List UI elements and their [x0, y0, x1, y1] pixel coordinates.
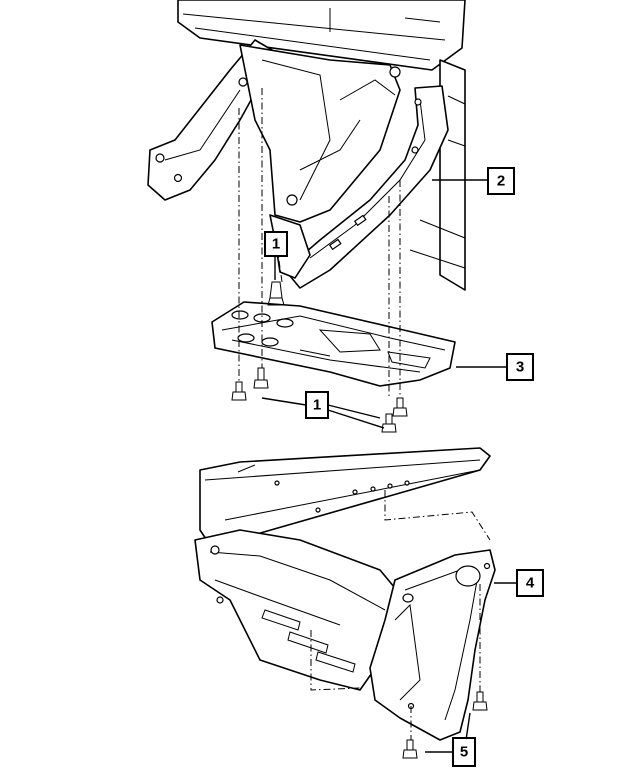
svg-text:1: 1 — [272, 236, 280, 253]
callout-2: 2 — [487, 167, 515, 195]
svg-text:4: 4 — [526, 575, 535, 592]
skid-plate-part-3 — [211, 301, 456, 387]
callout-1-lower: 1 — [305, 391, 329, 419]
callout-4: 4 — [516, 569, 544, 597]
svg-text:3: 3 — [516, 359, 524, 376]
svg-text:5: 5 — [460, 744, 468, 761]
frame-assembly-lower — [194, 447, 496, 759]
bolt-group-part-1 — [231, 281, 408, 433]
svg-text:1: 1 — [313, 397, 321, 414]
leader-lines — [261, 179, 517, 753]
callout-5: 5 — [452, 737, 476, 767]
frame-assembly-upper — [147, 0, 466, 291]
alignment-lines-lower — [310, 490, 491, 740]
callout-3: 3 — [506, 353, 534, 381]
callout-1-upper: 1 — [264, 231, 288, 257]
svg-text:2: 2 — [497, 173, 505, 190]
